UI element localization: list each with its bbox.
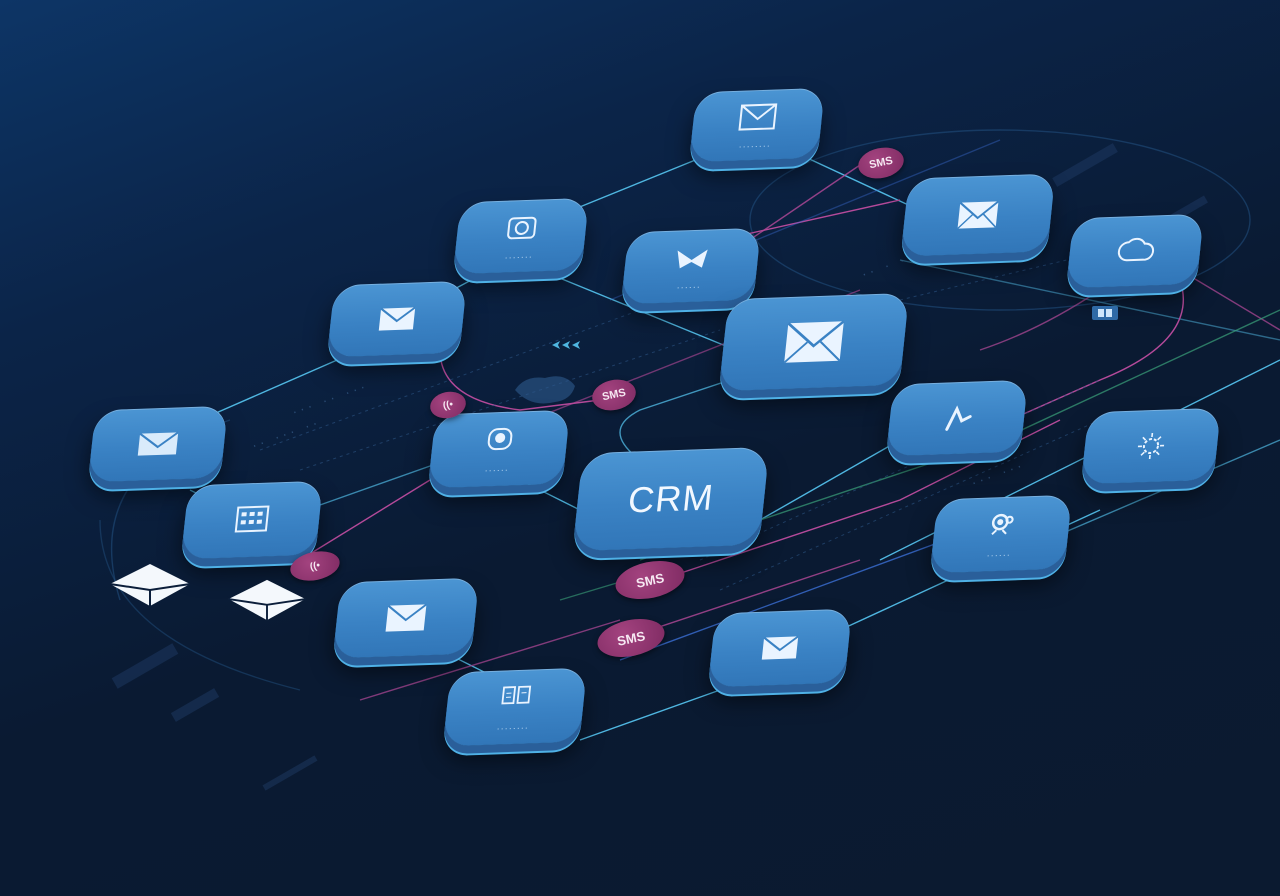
user-flow-icon — [945, 405, 972, 431]
dashboard-icon — [501, 685, 532, 705]
envelope-icon — [378, 306, 416, 331]
envelope-icon — [228, 579, 306, 621]
node-label: ········ — [738, 140, 772, 152]
email-node[interactable] — [707, 608, 853, 688]
email-node[interactable] — [87, 405, 229, 483]
envelope-icon — [783, 320, 845, 364]
contact-icon — [487, 427, 513, 451]
contact-node[interactable]: ······ — [427, 409, 571, 489]
person-icon — [991, 513, 1014, 535]
crm-label: CRM — [626, 476, 716, 521]
calendar-node[interactable] — [180, 480, 324, 560]
spark-node[interactable] — [1080, 407, 1222, 485]
envelope-icon — [761, 635, 799, 660]
email-node-large[interactable] — [718, 292, 910, 392]
node-label: ······ — [986, 549, 1012, 561]
dashboard-node[interactable]: ········ — [442, 667, 588, 747]
node-label: ········ — [496, 722, 530, 734]
envelope-icon — [109, 564, 191, 606]
email-node[interactable] — [332, 577, 480, 659]
node-label: ······· — [504, 251, 534, 263]
calendar-icon — [234, 505, 270, 533]
spark-icon — [1137, 432, 1165, 460]
node-label: ······ — [676, 281, 702, 293]
cloud-node[interactable] — [1066, 213, 1204, 289]
email-node[interactable] — [326, 280, 468, 358]
cloud-icon — [1117, 237, 1155, 262]
crm-hub[interactable]: CRM — [572, 446, 770, 552]
email-node[interactable]: ········ — [689, 87, 825, 163]
envelope-icon — [137, 431, 179, 456]
envelope-icon — [385, 603, 427, 632]
envelope-icon — [957, 200, 1000, 230]
node-label: ······ — [484, 464, 510, 476]
bowtie-icon — [677, 249, 708, 269]
person-node[interactable]: ······ — [929, 494, 1073, 574]
camera-icon — [507, 216, 537, 240]
bowtie-node[interactable]: ······ — [620, 227, 762, 305]
camera-node[interactable]: ······· — [452, 197, 590, 275]
user-flow-node[interactable] — [885, 379, 1029, 457]
lock-icon — [1092, 306, 1118, 320]
email-node[interactable] — [900, 173, 1056, 257]
envelope-icon — [738, 103, 778, 131]
